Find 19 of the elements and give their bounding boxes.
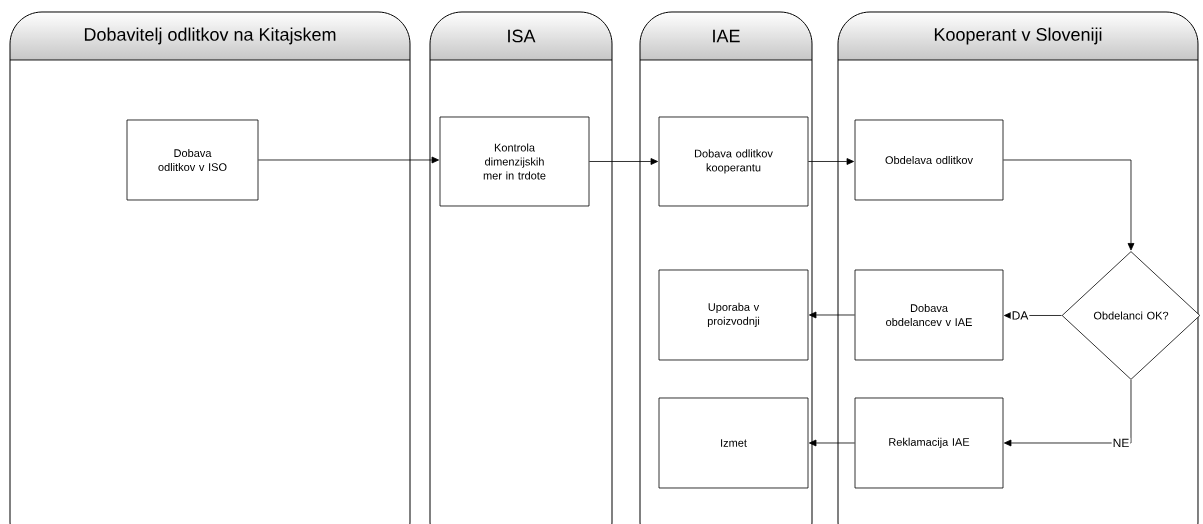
arrow — [1004, 312, 1062, 319]
process-box: Dobava obdelancev v IAE — [854, 269, 1004, 361]
process-box: Kontrola dimenzijskih mer in trdote — [439, 116, 590, 207]
arrow — [589, 158, 658, 165]
process-box: Uporaba v proizvodnji — [658, 269, 809, 361]
arrow — [809, 311, 855, 319]
process-box: Izmet — [658, 397, 809, 489]
process-box: Dobava odlitkov v ISO — [126, 119, 259, 201]
edge-label: NE — [1111, 437, 1131, 449]
process-box: Reklamacija IAE — [854, 397, 1004, 489]
process-box: Obdelava odlitkov — [854, 119, 1004, 201]
node-label: Obdelanci OK? — [1093, 311, 1169, 320]
arrow — [1004, 379, 1132, 447]
arrow — [808, 158, 854, 165]
arrow — [1003, 159, 1135, 251]
arrow — [258, 156, 439, 164]
arrow — [809, 439, 855, 447]
edge-label: DA — [1010, 310, 1030, 321]
process-box: Dobava odlitkov kooperantu — [658, 116, 809, 207]
